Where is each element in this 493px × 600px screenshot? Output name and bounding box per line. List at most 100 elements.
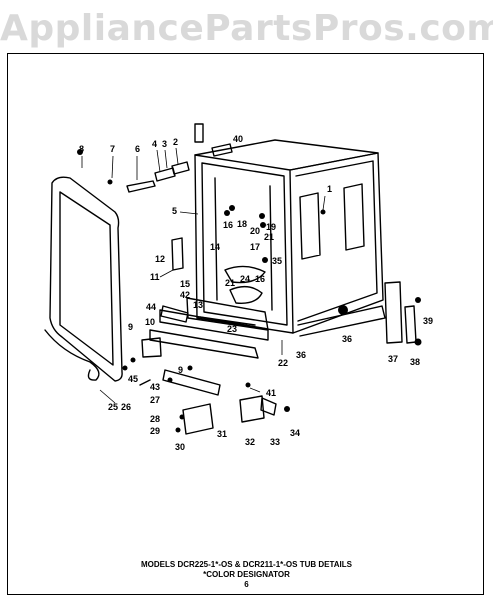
- tub-bottom-right: [297, 305, 386, 337]
- callout-1: 1: [327, 184, 332, 194]
- callout-27: 27: [150, 395, 160, 405]
- tub-side-inner: [295, 160, 378, 322]
- screw-28: [179, 414, 185, 420]
- top-bracket-6: [126, 180, 156, 193]
- side-rail-37: [384, 281, 403, 344]
- screw-7: [107, 179, 113, 185]
- hinge-block-10: [141, 337, 162, 358]
- callout-9b: 9: [178, 365, 183, 375]
- diagram-caption-title: MODELS DCR225-1*-OS & DCR211-1*-OS TUB D…: [141, 560, 352, 569]
- callout-21a: 21: [264, 232, 274, 242]
- screw-29: [175, 427, 181, 433]
- callout-26: 26: [121, 402, 131, 412]
- tub-base-strip: [159, 309, 269, 341]
- diagram-frame: [7, 53, 484, 595]
- door-gasket-inner: [59, 191, 114, 366]
- nut-35: [262, 257, 268, 263]
- screw-8: [77, 149, 83, 155]
- callout-35: 35: [272, 256, 282, 266]
- callout-23: 23: [227, 324, 237, 334]
- callout-5: 5: [172, 206, 177, 216]
- leader-11: [159, 269, 174, 278]
- callout-4: 4: [152, 139, 157, 149]
- spray-arm-assembly: [224, 265, 266, 284]
- tub-side-slot-1: [299, 192, 321, 260]
- screw-34: [284, 406, 290, 412]
- nut-18: [229, 205, 235, 211]
- nut-19: [259, 213, 265, 219]
- screw-45: [122, 365, 128, 371]
- callout-31: 31: [217, 429, 227, 439]
- diagram-caption-note: *COLOR DESIGNATOR: [203, 570, 290, 579]
- callout-25: 25: [108, 402, 118, 412]
- pump-housing: [229, 285, 263, 304]
- callout-3: 3: [162, 139, 167, 149]
- callout-16b: 16: [255, 274, 265, 284]
- watermark-text: AppliancePartsPros.com: [0, 8, 493, 49]
- callout-33: 33: [270, 437, 280, 447]
- tub-side-slot-2: [343, 183, 365, 251]
- callout-11: 11: [150, 272, 160, 282]
- callout-16a: 16: [223, 220, 233, 230]
- callout-2: 2: [173, 137, 178, 147]
- callout-7: 7: [110, 144, 115, 154]
- leader-5: [179, 211, 199, 215]
- side-strip-39: [404, 305, 417, 344]
- top-bracket-1: [194, 123, 204, 143]
- clip-1: [320, 209, 326, 215]
- hinge-plate-30: [182, 403, 214, 435]
- leader-41: [249, 387, 261, 393]
- callout-24: 24: [240, 274, 250, 284]
- top-clip-40: [211, 143, 233, 157]
- top-bracket-2: [171, 161, 190, 175]
- callout-38: 38: [410, 357, 420, 367]
- callout-40: 40: [233, 134, 243, 144]
- rack-rail-27: [139, 379, 151, 386]
- callout-10: 10: [145, 317, 155, 327]
- leveling-rod: [199, 316, 256, 326]
- leader-1: [322, 195, 326, 211]
- callout-17: 17: [250, 242, 260, 252]
- screw-43: [167, 377, 173, 383]
- callout-29: 29: [150, 426, 160, 436]
- callout-6: 6: [135, 144, 140, 154]
- nut-20: [260, 222, 266, 228]
- tub-inner-rail-left: [214, 177, 218, 301]
- screw-39top: [415, 297, 421, 303]
- callout-12: 12: [155, 254, 165, 264]
- leader-2: [175, 147, 179, 165]
- tub-side: [289, 152, 384, 334]
- callout-32: 32: [245, 437, 255, 447]
- hinge-bracket-32: [239, 395, 265, 423]
- leader-4: [156, 149, 161, 173]
- callout-13: 13: [193, 300, 203, 310]
- page-number: 6: [244, 580, 249, 589]
- callout-42: 42: [180, 290, 190, 300]
- hinge-bracket-12: [171, 237, 184, 271]
- callout-28: 28: [150, 414, 160, 424]
- screw-9b: [187, 365, 193, 371]
- screw-9: [130, 357, 136, 363]
- callout-18: 18: [237, 219, 247, 229]
- tub-front-frame-inner: [201, 162, 288, 326]
- tub-inner-rail-right: [269, 185, 273, 311]
- callout-37: 37: [388, 354, 398, 364]
- leader-25: [99, 389, 116, 404]
- hinge-link-33: [260, 397, 277, 416]
- nut-16: [224, 210, 230, 216]
- leader-7: [111, 155, 114, 179]
- door-gasket: [49, 176, 123, 382]
- callout-45: 45: [128, 374, 138, 384]
- callout-14: 14: [210, 242, 220, 252]
- callout-36b: 36: [296, 350, 306, 360]
- gasket-tail: [44, 329, 100, 381]
- callout-15: 15: [180, 279, 190, 289]
- callout-19: 19: [266, 222, 276, 232]
- nut-36: [338, 305, 348, 315]
- callout-36a: 36: [342, 334, 352, 344]
- callout-30: 30: [175, 442, 185, 452]
- callout-20: 20: [250, 226, 260, 236]
- tub-base-lower: [149, 329, 259, 359]
- screw-41: [245, 382, 251, 388]
